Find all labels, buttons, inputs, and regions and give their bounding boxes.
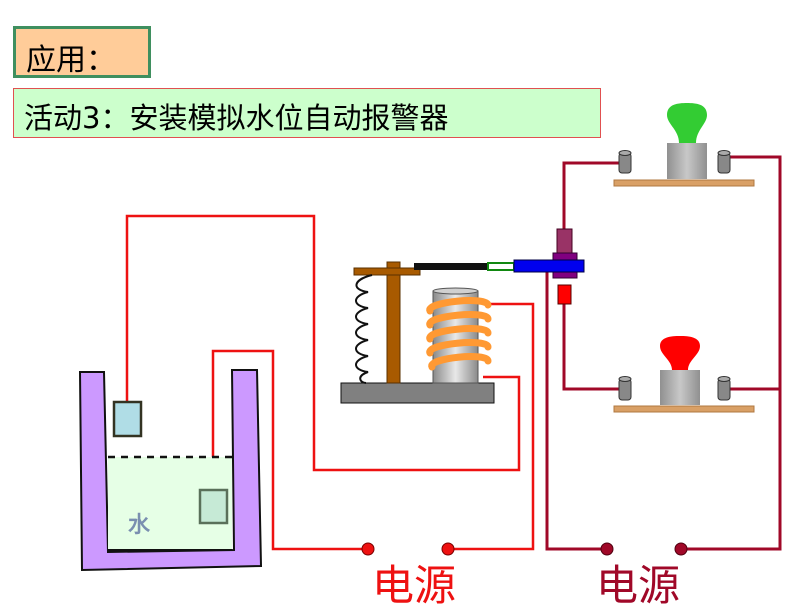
lamp-socket — [660, 370, 700, 405]
circuit-diagram — [78, 103, 782, 572]
terminal-icon — [618, 150, 632, 174]
insulator — [487, 262, 515, 271]
alarm-power-label: 电源 — [596, 561, 681, 610]
green-lamp-assembly — [613, 103, 755, 187]
electromagnetic-relay — [340, 259, 585, 404]
green-lamp-wire — [562, 161, 623, 230]
control-power-label: 电源 — [372, 561, 457, 610]
control-power-terminal-right — [441, 542, 455, 556]
upper-stationary-contact-stem — [556, 228, 573, 254]
activity-title: 活动3：安装模拟水位自动报警器 — [24, 101, 449, 135]
terminal-icon — [717, 150, 731, 174]
red-lamp-assembly — [613, 336, 755, 413]
control-circuit-wires — [125, 214, 535, 551]
alarm-power-terminal-right — [674, 542, 688, 556]
armature-arm — [414, 263, 488, 270]
water-label: 水 — [128, 513, 151, 538]
water-tank — [78, 369, 263, 572]
coil-power-wire — [448, 302, 535, 551]
lower-stationary-contact — [557, 284, 572, 305]
coil-icon — [426, 297, 492, 371]
green-lamp-icon — [667, 103, 707, 143]
terminal-icon — [717, 376, 731, 401]
alarm-power-terminal-left — [600, 542, 614, 556]
lamp-socket — [667, 143, 707, 179]
relay-base — [340, 382, 495, 404]
armature-crossbar — [353, 267, 421, 276]
spring-icon — [355, 274, 373, 384]
lamp-shelf — [613, 405, 755, 413]
alarm-circuit-wires — [545, 155, 782, 551]
moving-contact-overlay — [513, 259, 585, 273]
green-lamp-return-wire — [681, 155, 782, 551]
section-label-box: 应用： — [13, 26, 151, 78]
armature-common-wire — [545, 268, 607, 551]
lamp-shelf — [613, 179, 755, 187]
upper-electrode-wire — [125, 214, 521, 472]
lower-electrode-wire — [211, 349, 368, 551]
activity-title-box: 活动3：安装模拟水位自动报警器 — [13, 88, 601, 138]
lower-electrode — [198, 488, 229, 525]
upper-electrode — [112, 400, 143, 438]
relay-post — [386, 261, 401, 384]
section-label: 应用： — [26, 43, 116, 78]
red-lamp-icon — [660, 336, 700, 370]
control-power-terminal-left — [361, 542, 375, 556]
red-lamp-wire — [562, 300, 623, 391]
terminal-icon — [618, 376, 632, 401]
